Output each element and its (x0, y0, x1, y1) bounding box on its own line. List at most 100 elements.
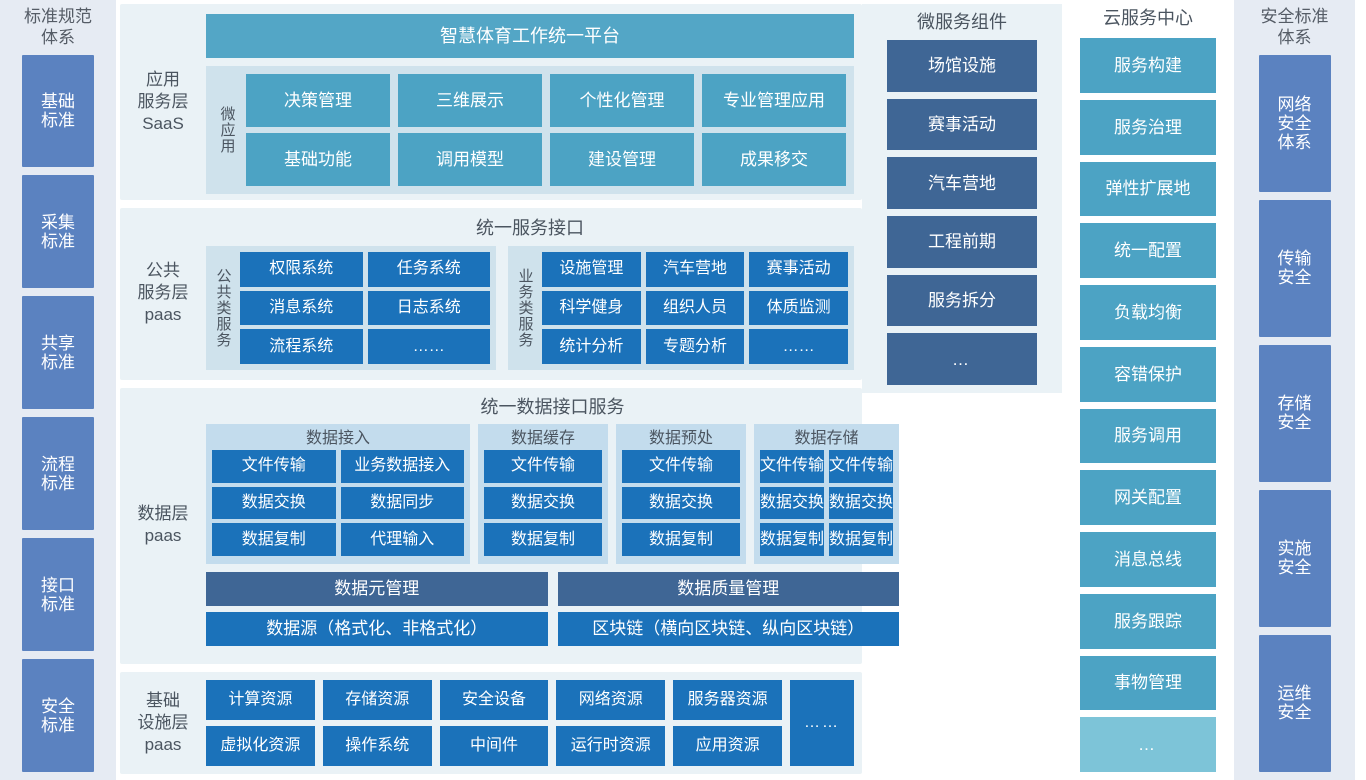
data-cache-grid: 文件传输 数据交换 数据复制 (484, 450, 602, 556)
saas-app-3d-display[interactable]: 三维展示 (398, 74, 542, 127)
cloud-service-build[interactable]: 服务构建 (1080, 38, 1216, 93)
cloud-fault-tolerance[interactable]: 容错保护 (1080, 346, 1216, 402)
infra-storage-resource[interactable]: 存储资源 (322, 680, 432, 720)
cloud-unified-config[interactable]: 统一配置 (1080, 223, 1216, 278)
store-data-replicate-2[interactable]: 数据复制 (829, 523, 894, 556)
cloud-load-balance[interactable]: 负载均衡 (1080, 285, 1216, 340)
security-item-operations[interactable]: 运维 安全 (1258, 634, 1331, 772)
biz-organization-staff[interactable]: 组织人员 (645, 290, 745, 326)
data-access-title: 数据接入 (305, 430, 370, 447)
access-data-exchange[interactable]: 数据交换 (212, 486, 336, 520)
access-file-transfer[interactable]: 文件传输 (212, 450, 336, 483)
saas-app-construction[interactable]: 建设管理 (550, 133, 694, 186)
biz-car-camp[interactable]: 汽车营地 (645, 252, 745, 287)
data-function-columns: 数据接入 文件传输 业务数据接入 数据交换 数据同步 数据复制 代理输入 数据缓… (206, 424, 900, 564)
data-storage-title: 数据存储 (794, 430, 859, 447)
store-data-exchange-2[interactable]: 数据交换 (829, 486, 894, 520)
infra-middleware[interactable]: 中间件 (439, 726, 549, 766)
pre-data-replicate[interactable]: 数据复制 (622, 523, 740, 556)
infra-operating-system[interactable]: 操作系统 (322, 726, 432, 766)
infra-runtime-resource[interactable]: 运行时资源 (556, 726, 666, 766)
service-workflow[interactable]: 流程系统 (240, 329, 363, 364)
service-more-dots[interactable]: …… (367, 329, 490, 364)
infra-security-device[interactable]: 安全设备 (439, 680, 549, 720)
data-quality-management-bar[interactable]: 数据质量管理 (557, 572, 900, 606)
data-source-bar[interactable]: 数据源（格式化、非格式化） (206, 612, 548, 646)
biz-more-dots[interactable]: …… (749, 329, 848, 364)
ms-car-camp[interactable]: 汽车营地 (887, 157, 1037, 210)
infra-more-dots[interactable]: …… (790, 680, 854, 766)
saas-microapp-group: 微应用 决策管理 三维展示 个性化管理 专业管理应用 基础功能 调用模型 建设管… (206, 66, 854, 194)
cloud-elastic-scaling[interactable]: 弹性扩展地 (1080, 161, 1216, 217)
cloud-service-tracing[interactable]: 服务跟踪 (1080, 593, 1216, 649)
access-business-data[interactable]: 业务数据接入 (340, 450, 464, 483)
data-management-bars: 数据元管理 数据质量管理 数据源（格式化、非格式化） 区块链（横向区块链、纵向区… (206, 572, 900, 646)
service-message[interactable]: 消息系统 (240, 290, 363, 326)
service-permission[interactable]: 权限系统 (240, 252, 363, 287)
business-class-service-label: 业务类服务 (516, 268, 534, 348)
saas-app-call-model[interactable]: 调用模型 (398, 133, 542, 186)
pre-file-transfer[interactable]: 文件传输 (622, 450, 740, 483)
data-preprocess-group: 数据预处 文件传输 数据交换 数据复制 (616, 424, 746, 564)
cloud-message-bus[interactable]: 消息总线 (1080, 532, 1216, 587)
metadata-management-bar[interactable]: 数据元管理 (206, 572, 548, 606)
infra-network-resource[interactable]: 网络资源 (556, 680, 666, 720)
business-class-service-grid: 设施管理 汽车营地 赛事活动 科学健身 组织人员 体质监测 统计分析 专题分析 … (542, 252, 848, 364)
cache-file-transfer[interactable]: 文件传输 (484, 450, 602, 483)
saas-app-professional[interactable]: 专业管理应用 (702, 74, 846, 127)
biz-statistical-analysis[interactable]: 统计分析 (542, 329, 641, 364)
saas-layer-label: 应用 服务层 SaaS (137, 69, 189, 134)
store-data-replicate-1[interactable]: 数据复制 (760, 523, 825, 556)
biz-topic-analysis[interactable]: 专题分析 (645, 329, 745, 364)
data-preprocess-title: 数据预处 (648, 430, 713, 447)
biz-scientific-fitness[interactable]: 科学健身 (542, 290, 641, 326)
access-data-replicate[interactable]: 数据复制 (212, 523, 336, 556)
infra-application-resource[interactable]: 应用资源 (673, 726, 782, 766)
standard-item-process[interactable]: 流程 标准 (22, 417, 94, 531)
standard-item-collect[interactable]: 采集 标准 (22, 175, 94, 289)
standard-item-security[interactable]: 安全 标准 (22, 659, 94, 773)
infra-virtualization-resource[interactable]: 虚拟化资源 (206, 726, 315, 766)
infra-server-resource[interactable]: 服务器资源 (673, 680, 782, 720)
blockchain-bar[interactable]: 区块链（横向区块链、纵向区块链） (557, 612, 900, 646)
standard-item-share[interactable]: 共享 标准 (22, 296, 94, 410)
saas-app-personalized[interactable]: 个性化管理 (550, 74, 694, 127)
ms-project-preliminary[interactable]: 工程前期 (887, 216, 1037, 268)
ms-venue-facility[interactable]: 场馆设施 (887, 40, 1037, 92)
saas-layer: 应用 服务层 SaaS 智慧体育工作统一平台 微应用 决策管理 三维展示 个性化… (120, 4, 862, 200)
public-service-layer-label: 公共 服务层 paas (137, 260, 189, 325)
cloud-transaction-mgmt[interactable]: 事物管理 (1080, 655, 1216, 711)
store-file-transfer-2[interactable]: 文件传输 (829, 450, 894, 483)
platform-layers: 应用 服务层 SaaS 智慧体育工作统一平台 微应用 决策管理 三维展示 个性化… (116, 0, 900, 780)
saas-app-decision[interactable]: 决策管理 (246, 74, 390, 127)
store-data-exchange-1[interactable]: 数据交换 (760, 486, 825, 520)
ms-more-dots[interactable]: … (887, 333, 1037, 386)
cache-data-replicate[interactable]: 数据复制 (484, 523, 602, 556)
pre-data-exchange[interactable]: 数据交换 (622, 486, 740, 520)
cloud-gateway-config[interactable]: 网关配置 (1080, 470, 1216, 525)
cloud-service-invocation[interactable]: 服务调用 (1080, 408, 1216, 464)
store-file-transfer-1[interactable]: 文件传输 (760, 450, 825, 483)
saas-platform-banner[interactable]: 智慧体育工作统一平台 (206, 14, 854, 58)
cloud-service-governance[interactable]: 服务治理 (1080, 99, 1216, 155)
cache-data-exchange[interactable]: 数据交换 (484, 486, 602, 520)
security-item-implementation[interactable]: 实施 安全 (1258, 489, 1331, 627)
service-task[interactable]: 任务系统 (367, 252, 490, 287)
security-item-network[interactable]: 网络 安全 体系 (1258, 54, 1331, 192)
infra-compute-resource[interactable]: 计算资源 (206, 680, 315, 720)
cloud-more-dots[interactable]: … (1080, 717, 1216, 772)
security-item-transport[interactable]: 传输 安全 (1258, 199, 1331, 337)
access-proxy-input[interactable]: 代理输入 (340, 523, 464, 556)
biz-physique-monitor[interactable]: 体质监测 (749, 290, 848, 326)
security-item-storage[interactable]: 存储 安全 (1258, 344, 1331, 482)
ms-event-activity[interactable]: 赛事活动 (887, 98, 1037, 151)
ms-service-split[interactable]: 服务拆分 (887, 274, 1037, 327)
saas-app-basic-function[interactable]: 基础功能 (246, 133, 390, 186)
biz-event-activity[interactable]: 赛事活动 (749, 252, 848, 287)
access-data-sync[interactable]: 数据同步 (340, 486, 464, 520)
saas-app-handover[interactable]: 成果移交 (702, 133, 846, 186)
service-log[interactable]: 日志系统 (367, 290, 490, 326)
biz-facility-mgmt[interactable]: 设施管理 (542, 252, 641, 287)
standard-item-basic[interactable]: 基础 标准 (22, 54, 94, 168)
standard-item-interface[interactable]: 接口 标准 (22, 538, 94, 652)
